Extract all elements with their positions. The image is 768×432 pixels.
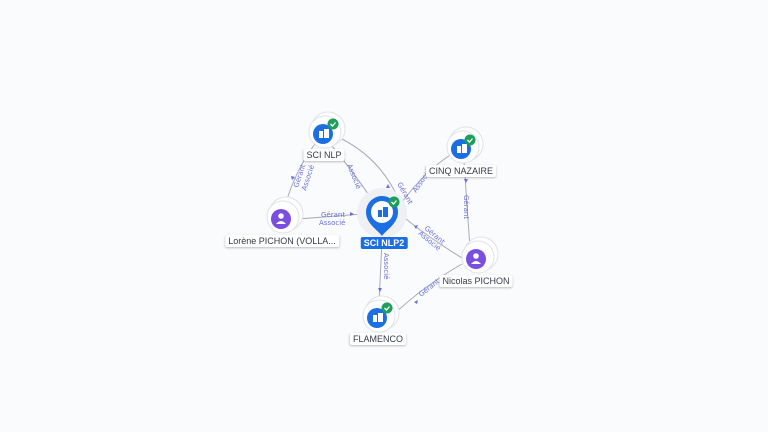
check-icon — [381, 302, 393, 314]
arrow-head — [414, 225, 418, 229]
node-label-flamenco[interactable]: FLAMENCO — [349, 333, 407, 345]
building-icon — [457, 144, 467, 153]
node-label-cinq-nazaire[interactable]: CINQ NAZAIRE — [425, 165, 497, 177]
node-label-lorene[interactable]: Lorène PICHON (VOLLA... — [225, 235, 339, 247]
arrow-head — [386, 184, 390, 188]
edge-label-nicolas-flamenco: Gérant — [417, 277, 441, 298]
node-cinq-nazaire[interactable] — [446, 126, 484, 164]
edge-sci-nlp-center-2 — [339, 137, 399, 199]
building-icon — [319, 129, 329, 138]
edge-label-sci-nlp-center: Associé — [345, 163, 362, 191]
person-icon — [471, 253, 481, 264]
edge-label-nicolas-cinq: Gérant — [462, 195, 470, 219]
edge-lorene-sci-nlp — [285, 139, 319, 204]
edge-center-flamenco — [378, 239, 383, 304]
person-icon — [276, 213, 286, 224]
edge-nicolas-center — [404, 217, 463, 259]
edge-label-lorene-center-1: Gérant — [321, 211, 345, 219]
arrow-head — [291, 176, 295, 180]
node-sci-nlp[interactable] — [308, 111, 346, 149]
node-nicolas[interactable] — [461, 236, 499, 274]
person-node-circle — [271, 209, 291, 229]
arrow-head — [378, 288, 382, 292]
arrow-head — [414, 300, 418, 304]
person-node-circle — [466, 249, 486, 269]
check-icon — [464, 134, 476, 146]
node-flamenco[interactable] — [362, 295, 400, 333]
building-icon — [378, 207, 388, 217]
node-label-nicolas[interactable]: Nicolas PICHON — [439, 275, 513, 287]
building-icon — [373, 313, 383, 322]
node-center[interactable] — [357, 188, 407, 238]
check-icon — [327, 118, 339, 130]
check-icon — [388, 196, 400, 208]
node-label-center[interactable]: SCI NLP2 — [360, 237, 408, 249]
node-label-sci-nlp[interactable]: SCI NLP — [303, 149, 345, 161]
edge-label-lorene-center-2: Associé — [319, 219, 345, 227]
arrow-head — [464, 179, 468, 183]
edge-nicolas-flamenco — [392, 263, 463, 316]
arrow-head — [350, 212, 354, 216]
node-lorene[interactable] — [266, 196, 304, 234]
edge-label-center-flamenco: Associé — [382, 253, 390, 279]
